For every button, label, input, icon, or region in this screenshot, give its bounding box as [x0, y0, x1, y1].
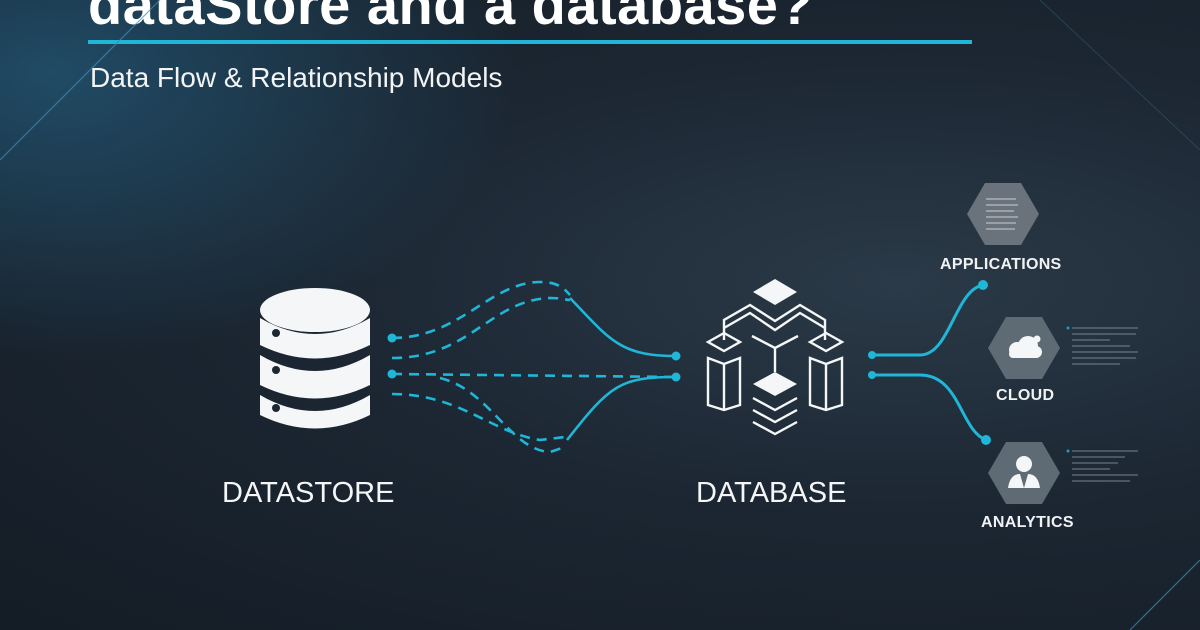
database-cylinder-icon [260, 288, 370, 429]
analytics-label: ANALYTICS [981, 514, 1074, 531]
page-subtitle: Data Flow & Relationship Models [90, 62, 503, 93]
applications-label: APPLICATIONS [940, 256, 1062, 273]
decor-line [1129, 559, 1200, 630]
decor-line [0, 0, 161, 161]
output-lines [868, 280, 991, 445]
decor-line [1039, 0, 1200, 151]
users-icon [1008, 456, 1040, 488]
data-flow-lines [387, 280, 681, 454]
database-structure-icon [705, 279, 845, 436]
page-title: dataStore and a database? [88, 0, 814, 36]
cloud-label: CLOUD [996, 387, 1055, 404]
cloud-icon [1009, 335, 1042, 358]
title-underline [88, 40, 972, 44]
analytics-hexagon [988, 442, 1060, 504]
description-lines [1066, 326, 1138, 482]
cloud-hexagon [988, 317, 1060, 379]
text-hexagon-icon [967, 183, 1039, 245]
database-label: DATABASE [696, 477, 847, 509]
background-glow [0, 0, 520, 360]
datastore-label: DATASTORE [222, 477, 395, 509]
